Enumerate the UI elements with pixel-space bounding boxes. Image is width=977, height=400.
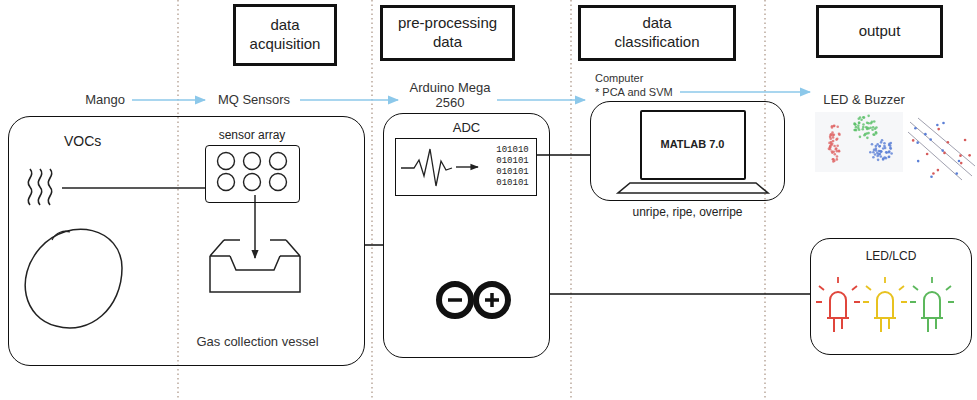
- stage-separator: [764, 0, 765, 400]
- sensor-array-box-text: sensor array: [219, 128, 286, 142]
- arduino-logo-signs: [448, 293, 499, 307]
- stage-item: LED & Buzzer: [814, 92, 914, 107]
- signal-wave: [401, 149, 452, 186]
- gas-line: [62, 187, 205, 189]
- mango-outline: [25, 229, 122, 328]
- laptop-base: [618, 183, 768, 193]
- stage-header: pre-processing data: [380, 5, 515, 61]
- sensor-circle: [270, 153, 287, 170]
- acquisition-panel-text: VOCs: [64, 133, 101, 149]
- stage-item: Arduino Mega 2560: [405, 80, 495, 110]
- laptop-screen: MATLAB 7.0: [640, 110, 746, 180]
- stage-header: output: [816, 5, 943, 58]
- sensor-circle: [270, 174, 287, 191]
- vessel-label: Gas collection vessel: [185, 334, 330, 349]
- adc-box-text: 101010 010101 010101 010101: [495, 145, 529, 189]
- stage-item: Mango: [80, 92, 130, 107]
- output-box: LED/LCD: [810, 238, 972, 355]
- stage-separator: [177, 0, 178, 400]
- voc-wisp: [38, 169, 41, 205]
- flow-arrow: [132, 99, 205, 101]
- computer-panel-text: unripe, ripe, overripe: [632, 205, 742, 219]
- stage-item: MQ Sensors: [208, 92, 300, 107]
- voc-wisp: [48, 169, 51, 205]
- method-note: * PCA and SVM: [595, 86, 685, 99]
- svm-plot: [908, 118, 975, 180]
- scatter-plot: [815, 112, 903, 172]
- sensor-circle: [218, 174, 235, 191]
- flow-arrow: [680, 91, 810, 93]
- flow-arrow: [497, 99, 585, 101]
- stage-separator: [371, 0, 372, 400]
- led-icon: [816, 277, 860, 332]
- stage-header: data acquisition: [233, 4, 337, 66]
- flow-arrow: [300, 99, 398, 101]
- stage-header-text: output: [859, 22, 901, 41]
- arduino-panel: ADC 101010 010101 010101 010101: [383, 113, 550, 358]
- stage-header-text: data classification: [598, 14, 716, 52]
- computer-panel: unripe, ripe, overripeMATLAB 7.0: [590, 101, 785, 201]
- sensor-circle: [218, 153, 235, 170]
- led-icon: [910, 277, 954, 332]
- connector-line: [550, 293, 810, 295]
- led-icon: [863, 277, 907, 332]
- sensor-array-box: sensor array: [205, 145, 300, 203]
- vessel-icon: [210, 240, 300, 292]
- adc-arrow: [456, 166, 478, 167]
- voc-wisp: [28, 169, 31, 205]
- stage-item: Computer: [595, 72, 685, 85]
- connector-line: [537, 154, 591, 156]
- laptop-screen-text: MATLAB 7.0: [661, 138, 725, 152]
- sensor-circle: [244, 174, 261, 191]
- adc-box: 101010 010101 010101 010101: [395, 138, 537, 196]
- collect-arrow: [254, 195, 256, 258]
- sensor-circle: [244, 153, 261, 170]
- stage-separator: [570, 0, 571, 400]
- mango-stem: [52, 231, 70, 240]
- connector-line: [365, 244, 383, 246]
- output-box-text: LED/LCD: [811, 249, 971, 263]
- acquisition-panel: VOCs sensor array: [8, 116, 365, 366]
- arduino-panel-text: ADC: [384, 120, 549, 135]
- stage-header-text: data acquisition: [246, 16, 324, 54]
- stage-header: data classification: [578, 5, 736, 61]
- stage-header-text: pre-processing data: [395, 14, 500, 52]
